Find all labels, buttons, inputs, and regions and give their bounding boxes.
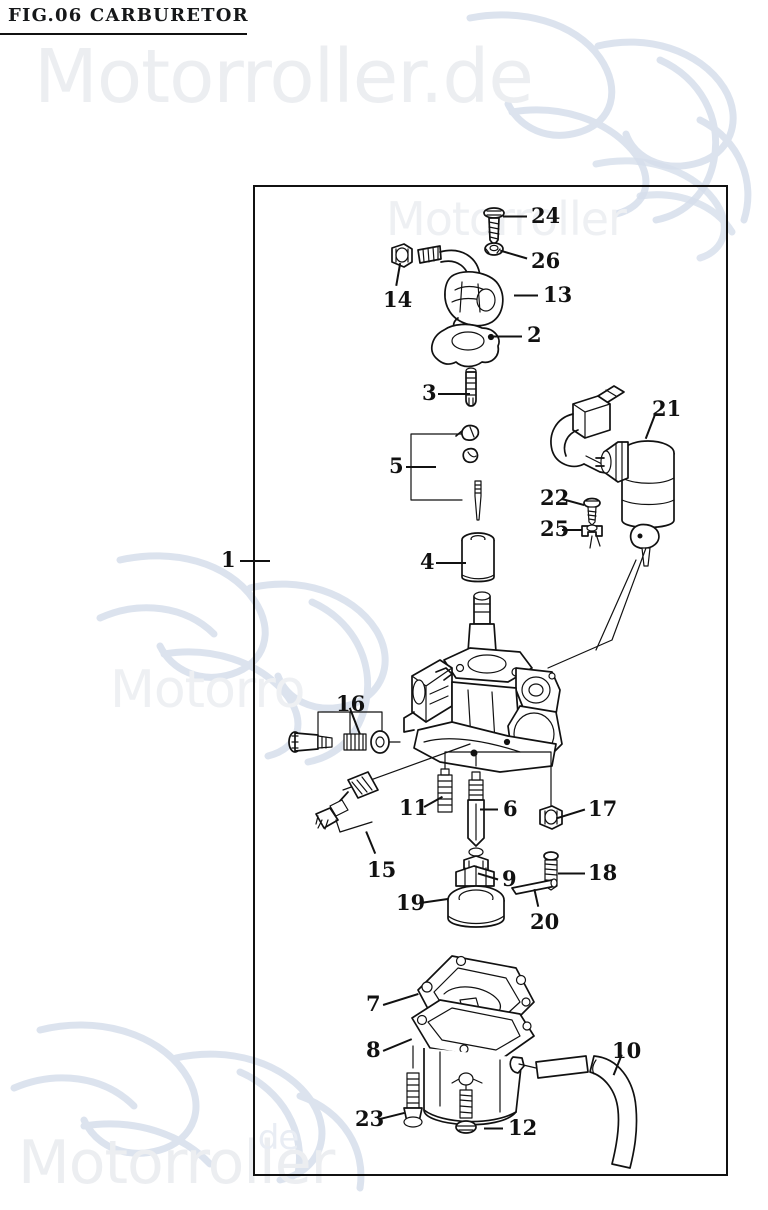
callout-label-9: 9 xyxy=(502,866,517,891)
callout-leader-12 xyxy=(484,1128,503,1130)
watermark-top: Motorroller.de xyxy=(34,34,534,120)
callout-leader-24 xyxy=(503,216,527,218)
callout-label-3: 3 xyxy=(422,380,437,405)
title-underline xyxy=(0,33,247,35)
callout-leader-6 xyxy=(480,809,498,811)
callout-leader-5 xyxy=(406,466,436,468)
callout-label-2: 2 xyxy=(527,322,542,347)
callout-label-25: 25 xyxy=(540,516,570,541)
callout-label-24: 24 xyxy=(531,203,561,228)
callout-label-19: 19 xyxy=(396,890,426,915)
callout-label-15: 15 xyxy=(367,857,397,882)
callout-label-5: 5 xyxy=(389,453,404,478)
callout-leader-2 xyxy=(494,336,522,338)
callout-label-4: 4 xyxy=(420,549,435,574)
callout-leader-13 xyxy=(514,295,538,297)
callout-label-17: 17 xyxy=(588,796,618,821)
callout-label-22: 22 xyxy=(540,485,570,510)
callout-label-18: 18 xyxy=(588,860,618,885)
callout-leader-18 xyxy=(558,873,585,875)
callout-label-13: 13 xyxy=(543,282,573,307)
callout-label-7: 7 xyxy=(366,991,381,1016)
callout-label-1: 1 xyxy=(221,547,236,572)
callout-label-16: 16 xyxy=(336,691,366,716)
callout-label-21: 21 xyxy=(652,396,682,421)
callout-label-14: 14 xyxy=(383,287,413,312)
callout-leader-4 xyxy=(436,562,466,564)
callout-label-11: 11 xyxy=(399,795,429,820)
page-title: FIG.06 CARBURETOR xyxy=(8,5,249,26)
callout-label-6: 6 xyxy=(503,796,518,821)
diagram-frame xyxy=(253,185,728,1176)
callout-leader-1 xyxy=(240,560,270,562)
callout-label-23: 23 xyxy=(355,1106,385,1131)
callout-label-8: 8 xyxy=(366,1037,381,1062)
callout-leader-3 xyxy=(438,393,470,395)
callout-label-12: 12 xyxy=(508,1115,538,1140)
callout-label-10: 10 xyxy=(612,1038,642,1063)
callout-label-26: 26 xyxy=(531,248,561,273)
callout-label-20: 20 xyxy=(530,909,560,934)
callout-leader-25 xyxy=(562,529,582,531)
